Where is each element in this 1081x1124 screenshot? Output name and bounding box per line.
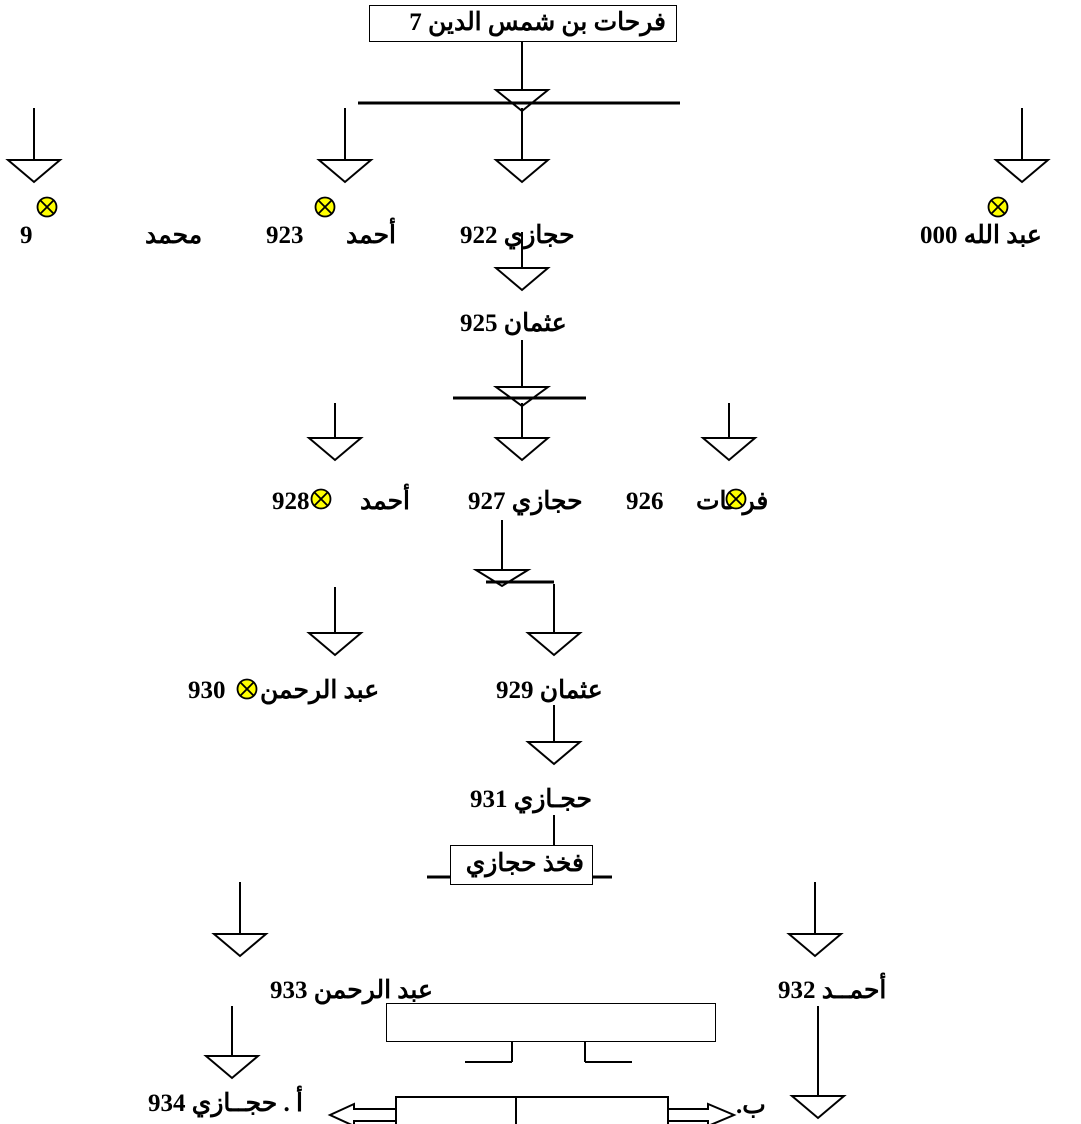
person-number: 928	[272, 488, 310, 515]
person-number: 929	[496, 677, 534, 704]
person-number: 923	[266, 222, 304, 249]
person-name: حجـازي	[513, 786, 592, 813]
arrowhead-othman-925	[493, 267, 551, 292]
person-name: عبد الله	[963, 222, 1042, 249]
person-hijazi-931: حجـازي 931	[470, 786, 592, 814]
person-number: 933	[270, 977, 308, 1004]
person-name: أحمد	[346, 222, 396, 249]
person-ahmad-932: أحمــد 932	[778, 977, 886, 1005]
arrowhead-hijazi-927	[493, 437, 551, 462]
person-name: أحمد	[360, 488, 410, 515]
crossed-circle-icon	[310, 488, 332, 510]
arrowhead-abdallah	[993, 159, 1051, 184]
crossed-circle-icon	[314, 196, 336, 218]
person-ahmad-923: أحمد 923	[266, 222, 396, 250]
crossed-circle-icon	[36, 196, 58, 218]
person-number: 934	[148, 1090, 186, 1117]
person-name: عبد الرحمن	[313, 977, 433, 1004]
person-abdulrahman-933: عبد الرحمن 933	[270, 977, 433, 1005]
person-name: حجازي	[511, 488, 583, 515]
person-name: حجازي	[503, 222, 575, 249]
person-name: أحمــد	[821, 977, 887, 1004]
hijazi-927-arrowhead	[472, 569, 532, 588]
arrowhead-hijazi-922	[493, 159, 551, 184]
root-arrowhead	[493, 89, 551, 113]
arrowhead-ahmad-932	[786, 933, 844, 958]
person-hijazi-934: أ . حجــازي 934	[148, 1090, 303, 1118]
person-name: أ . حجــازي	[191, 1090, 303, 1117]
person-farhat-926: فرحات 926	[626, 488, 768, 516]
arrowhead-branch-b	[789, 1095, 847, 1120]
person-name: عثمان	[539, 677, 603, 704]
person-number: 9	[20, 222, 33, 249]
branch-b-label: ب.	[736, 1092, 766, 1119]
person-number: 925	[460, 310, 498, 337]
root-title: فرحات بن شمس الدين 7	[409, 9, 666, 36]
arrowhead-othman-929	[525, 632, 583, 657]
bottom-split-bar	[395, 1096, 669, 1124]
person-name: عبد الرحمن	[260, 677, 380, 704]
person-ahmad-928: أحمد 928	[272, 488, 410, 516]
person-number: 932	[778, 977, 816, 1004]
arrowhead-farhat-926	[700, 437, 758, 462]
person-hijazi-922: حجازي 922	[460, 222, 575, 250]
right-hollow-arrow	[667, 1102, 737, 1124]
person-number: 930	[188, 677, 226, 704]
person-number: 927	[468, 488, 506, 515]
person-number: 922	[460, 222, 498, 249]
arrowhead-muhammad	[5, 159, 63, 184]
person-number: 000	[920, 222, 958, 249]
arrowhead-ahmad-928	[306, 437, 364, 462]
person-othman-929: عثمان 929	[496, 677, 603, 705]
arrowhead-abdulrahman-933	[211, 933, 269, 958]
person-muhammad: محمد 9	[20, 222, 202, 250]
left-hollow-arrow	[327, 1102, 397, 1124]
crossed-circle-icon	[725, 488, 747, 510]
person-abdulrahman-930: عبد الرحمن 930	[188, 677, 379, 705]
clan-bracket-rect	[386, 1003, 716, 1042]
crossed-circle-icon	[236, 678, 258, 700]
crossed-circle-icon	[987, 196, 1009, 218]
person-abdallah: عبد الله 000	[920, 222, 1042, 250]
clan-title: فخذ حجازي	[465, 850, 584, 877]
person-hijazi-927: حجازي 927	[468, 488, 583, 516]
person-name: محمد	[145, 222, 203, 249]
person-number: 931	[470, 786, 508, 813]
arrowhead-ahmad-923	[316, 159, 374, 184]
clan-title-box: فخذ حجازي	[450, 845, 593, 885]
root-title-box: فرحات بن شمس الدين 7	[369, 5, 677, 42]
arrowhead-hijazi-934	[203, 1055, 261, 1080]
arrowhead-abdulrahman-930	[306, 632, 364, 657]
person-othman-925: عثمان 925	[460, 310, 567, 338]
arrowhead-hijazi-931	[525, 741, 583, 766]
person-name: عثمان	[503, 310, 567, 337]
person-number: 926	[626, 488, 664, 515]
